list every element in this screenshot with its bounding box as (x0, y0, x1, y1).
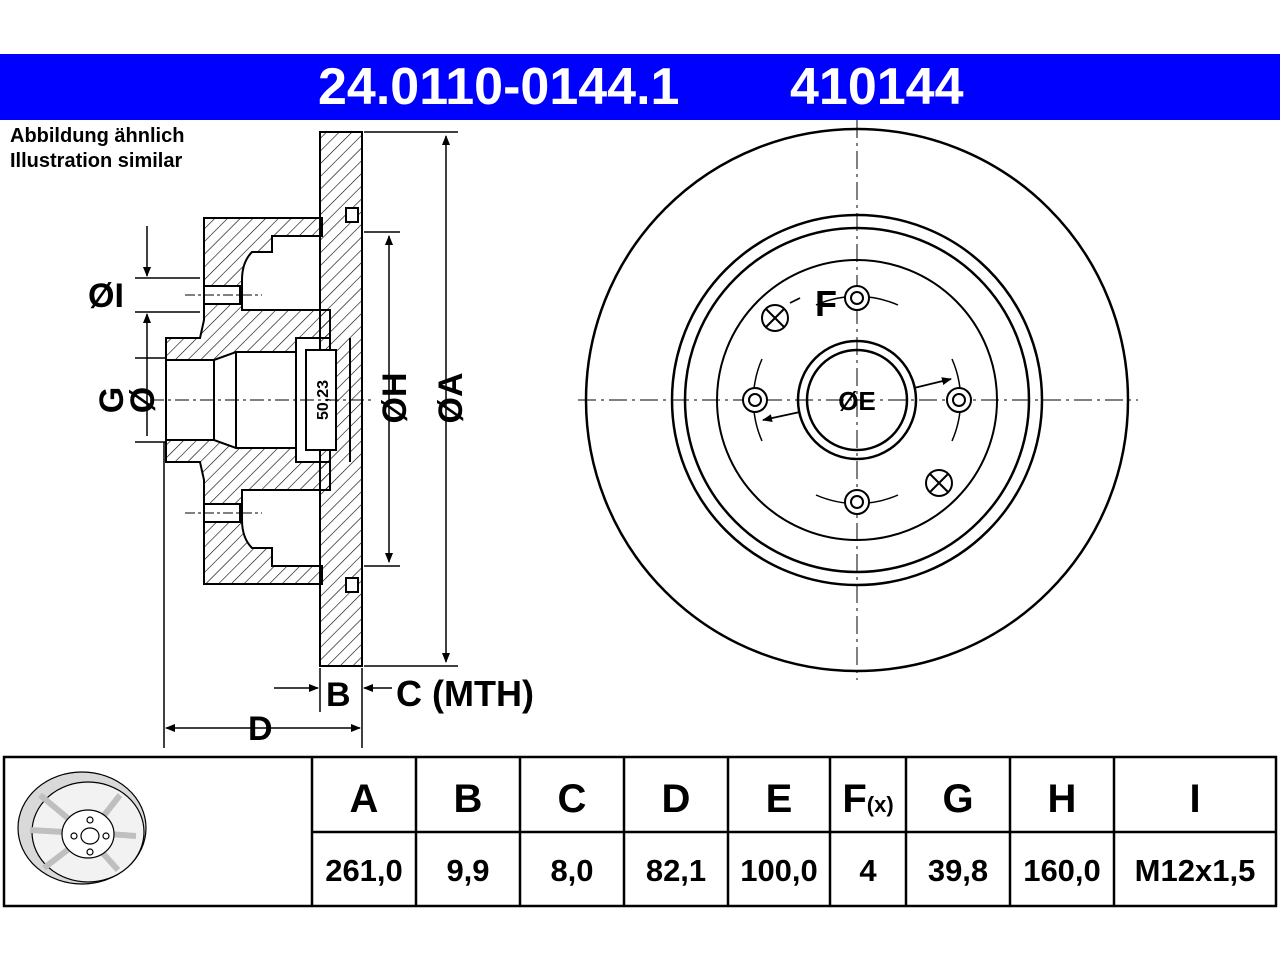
hub-upper-section (165, 217, 331, 361)
dim-b-label: B (326, 676, 351, 714)
header-e: E (728, 762, 830, 836)
header-letter: F (842, 777, 867, 821)
part-number: 24.0110-0144.1 (318, 58, 680, 116)
header-letter: H (1047, 777, 1077, 821)
header-letter: D (661, 777, 691, 821)
value-h: 160,0 (1023, 853, 1101, 888)
bolt-hole-right (946, 387, 972, 413)
dim-a-label: ØA (432, 373, 470, 424)
dim-e-arrow (762, 297, 952, 423)
header-letter: A (349, 777, 379, 821)
dim-h-label: ØH (376, 373, 414, 424)
header-letter: E (765, 777, 793, 821)
side-dimensions (135, 131, 458, 748)
value-i: M12x1,5 (1134, 853, 1256, 888)
locating-hole-lower-right (925, 469, 953, 497)
front-bolt-holes (742, 285, 972, 515)
header-letter: G (942, 777, 974, 821)
value-f: 4 (859, 853, 877, 888)
dim-g-dia-label: Ø (124, 387, 162, 413)
header-f: F(x) (830, 762, 906, 836)
caption-line-english: Illustration similar (10, 150, 183, 172)
dim-d-label: D (248, 710, 273, 748)
disc-notch-lower (345, 577, 359, 593)
bolt-hole-left (742, 387, 768, 413)
side-section-view (150, 131, 375, 667)
header-b: B (416, 762, 520, 836)
title-bar: 24.0110-0144.1 410144 (0, 54, 1280, 120)
header-a: A (312, 762, 416, 836)
header-i: I (1114, 762, 1276, 836)
bolt-hole-bottom (844, 489, 870, 515)
value-d: 82,1 (645, 853, 707, 888)
hub-lower-section (165, 439, 331, 585)
brake-disc-thumbnail-icon (17, 771, 147, 885)
spec-table-frame (2, 755, 1278, 908)
dim-f-label: F (815, 283, 837, 324)
dim-e-label: ØE (838, 386, 876, 416)
dim-i-label: ØI (88, 277, 124, 315)
reference-number: 410144 (790, 58, 964, 116)
header-g: G (906, 762, 1010, 836)
caption-line-german: Abbildung ähnlich (10, 125, 185, 147)
locating-hole-upper-left (761, 304, 789, 332)
bolt-hole-top (844, 285, 870, 311)
value-b: 9,9 (446, 853, 490, 888)
dim-g-label: G (93, 387, 131, 413)
header-letter: B (453, 777, 483, 821)
spec-table: A 261,0 B 9,9 C 8,0 D 82,1 E 100,0 F(x) 4 G 39,8 H 160,… (0, 752, 1280, 912)
front-view (578, 120, 1138, 680)
value-e: 100,0 (740, 853, 818, 888)
header-d: D (624, 762, 728, 836)
header-c: C (520, 762, 624, 836)
header-letter: C (557, 777, 587, 821)
dim-c-label: C (MTH) (396, 673, 534, 714)
header-suffix: (x) (866, 792, 894, 817)
illustration-caption: Abbildung ähnlich Illustration similar (10, 124, 184, 174)
header-h: H (1010, 762, 1114, 836)
value-c: 8,0 (550, 853, 594, 888)
bore-depth-label: 50,23 (315, 380, 332, 420)
disc-notch-upper (345, 207, 359, 223)
header-letter: I (1189, 777, 1201, 821)
value-g: 39,8 (927, 853, 989, 888)
value-a: 261,0 (325, 853, 403, 888)
